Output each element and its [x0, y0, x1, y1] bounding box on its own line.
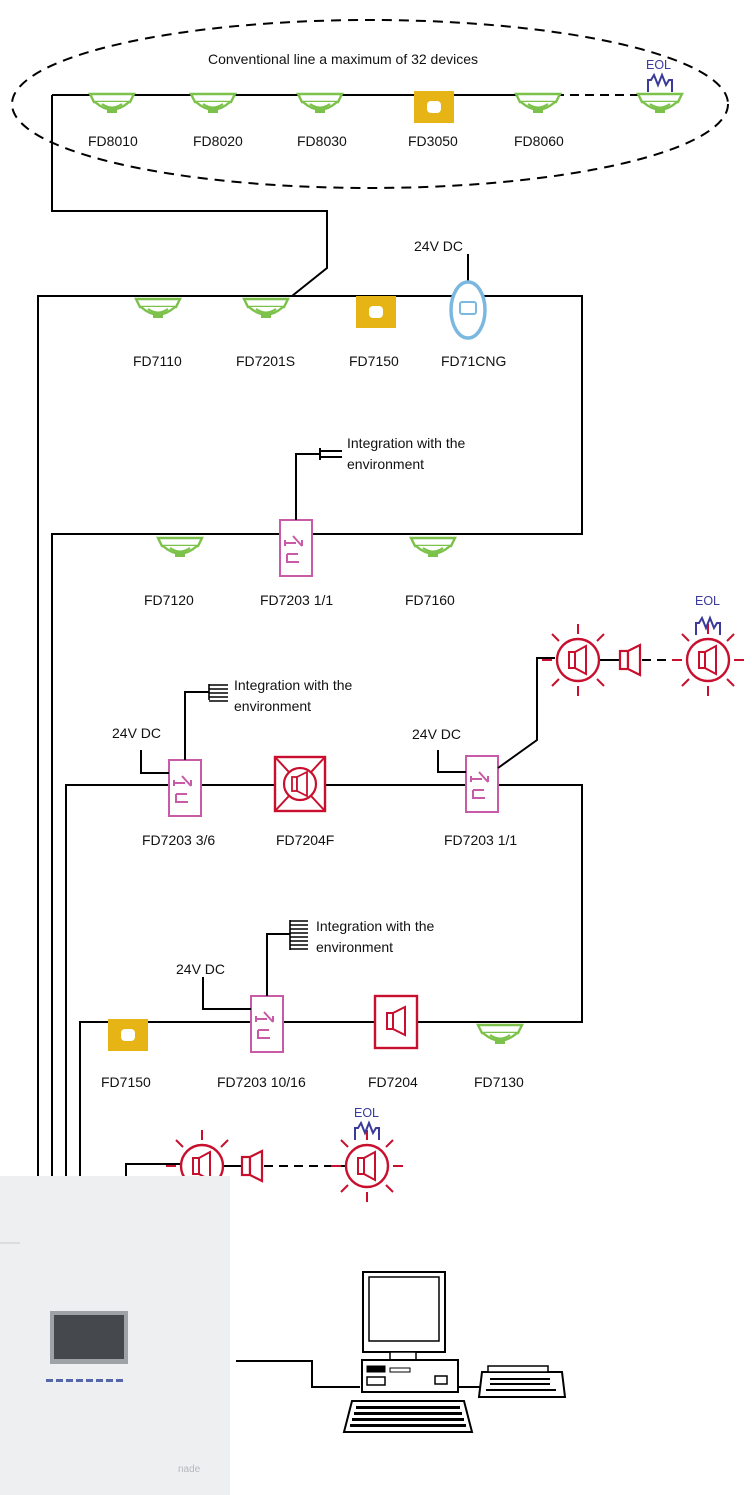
device-label: FD7120 [144, 592, 194, 608]
manual-call-point-icon [414, 91, 454, 123]
sounder-flasher-icon [670, 622, 746, 698]
control-panel: nade [0, 1176, 230, 1495]
device-label: FD7203 1/1 [444, 832, 517, 848]
sounder-flasher-icon [273, 755, 327, 813]
integration-label: environment [234, 698, 311, 714]
power-label: 24V DC [112, 725, 161, 741]
integration-label: environment [316, 939, 393, 955]
integration-label: Integration with the [347, 435, 466, 451]
device-label: FD7203 3/6 [142, 832, 215, 848]
detector-icon [514, 92, 562, 115]
power-label: 24V DC [176, 961, 225, 977]
device-label: FD8010 [88, 133, 138, 149]
panel-brand: nade [178, 1464, 201, 1475]
device-label: FD7203 10/16 [217, 1074, 306, 1090]
device-label: FD7203 1/1 [260, 592, 333, 608]
detector-icon [134, 297, 182, 320]
detector-icon [156, 536, 204, 559]
printer-icon [477, 1365, 567, 1398]
integration-label: environment [347, 456, 424, 472]
detector-icon [88, 92, 136, 115]
device-label: FD8020 [193, 133, 243, 149]
power-label: 24V DC [412, 726, 461, 742]
device-label: FD7160 [405, 592, 455, 608]
interface-module-icon [250, 995, 284, 1053]
device-label: FD7150 [349, 353, 399, 369]
detector-icon [242, 297, 290, 320]
device-label: FD7201S [236, 353, 295, 369]
device-label: FD7110 [133, 353, 182, 369]
interface-module-icon [279, 519, 313, 577]
interface-module-icon [168, 759, 202, 817]
device-label: FD7150 [101, 1074, 151, 1090]
detector-icon [189, 92, 237, 115]
conventional-line-boundary [11, 19, 729, 189]
device-label: FD8030 [297, 133, 347, 149]
device-label: FD71CNG [441, 353, 506, 369]
manual-call-point-icon [356, 296, 396, 328]
panel-display [54, 1315, 124, 1359]
device-label: FD7204F [276, 832, 334, 848]
manual-call-point-icon [108, 1019, 148, 1051]
conventional-line-title: Conventional line a maximum of 32 device… [208, 51, 478, 67]
eol-resistor-icon [647, 74, 673, 93]
detector-icon [476, 1023, 524, 1046]
detector-icon [409, 536, 457, 559]
device-label: FD7204 [368, 1074, 418, 1090]
detector-icon [296, 92, 344, 115]
integration-label: Integration with the [316, 918, 435, 934]
eol-label: EOL [646, 58, 671, 72]
interface-module-icon [465, 755, 499, 813]
eol-label: EOL [695, 594, 720, 608]
sounder-icon [373, 994, 419, 1050]
computer-icon [342, 1271, 474, 1433]
power-label: 24V DC [414, 238, 463, 254]
detector-icon [636, 92, 684, 115]
sounder-icon [240, 1149, 264, 1183]
eol-label: EOL [354, 1106, 379, 1120]
integration-label: Integration with the [234, 677, 353, 693]
sounder-icon [618, 643, 642, 677]
device-label: FD8060 [514, 133, 564, 149]
device-label: FD3050 [408, 133, 458, 149]
device-label: FD7130 [474, 1074, 524, 1090]
